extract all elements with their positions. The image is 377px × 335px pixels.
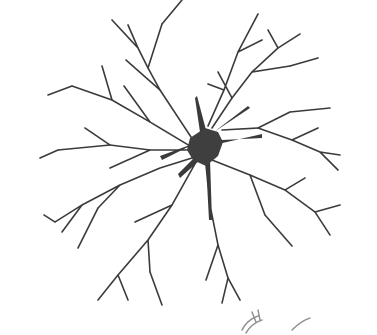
- dendrite-lower-right: [212, 160, 330, 235]
- dendrite-left: [58, 145, 188, 150]
- dendrite-top-left: [128, 25, 193, 140]
- dendrite-bottom-left: [98, 162, 196, 300]
- dendrite-upper-right: [208, 14, 258, 126]
- dendrite-bottom: [206, 165, 240, 300]
- logo-mark: [242, 310, 310, 333]
- dendrite-right: [222, 128, 340, 155]
